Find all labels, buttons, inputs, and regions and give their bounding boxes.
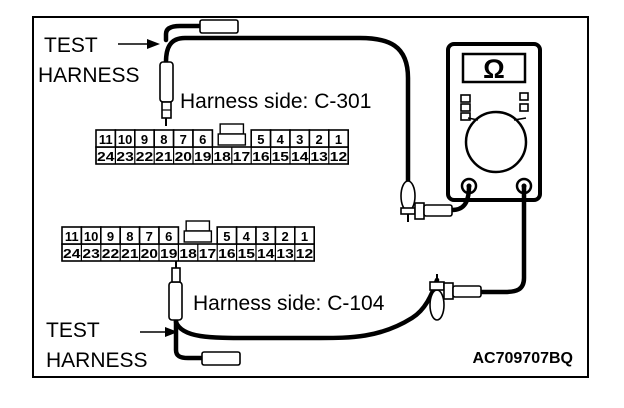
connector-pin-number: 20 bbox=[141, 246, 158, 261]
connector-pin-number: 18 bbox=[213, 149, 230, 164]
connector-pin-cell bbox=[158, 226, 180, 245]
indicator-icon bbox=[460, 112, 471, 121]
connector-pin-number: 5 bbox=[257, 132, 264, 147]
connector-pin-number: 1 bbox=[335, 132, 342, 147]
connector-pin-number: 22 bbox=[102, 246, 119, 261]
indicator-icon bbox=[519, 103, 529, 112]
connector-pin-number: 17 bbox=[199, 246, 216, 261]
connector-pin-number: 19 bbox=[160, 246, 177, 261]
indicator-icon bbox=[460, 103, 471, 112]
diagram-frame bbox=[32, 16, 589, 378]
connector-pin-number: 4 bbox=[277, 132, 285, 147]
connector-pin-number: 19 bbox=[194, 149, 211, 164]
connector-pin-cell bbox=[192, 129, 214, 148]
connector-pin-number: 13 bbox=[310, 149, 327, 164]
meter-lead-left bbox=[449, 183, 472, 213]
connector-pin-number: 5 bbox=[223, 229, 230, 244]
indicator-icon bbox=[460, 94, 471, 103]
connector-pin-number: 15 bbox=[238, 246, 255, 261]
connector-pin-number: 9 bbox=[141, 132, 148, 147]
connector-pin-number: 7 bbox=[180, 132, 187, 147]
connector-pin-number: 9 bbox=[107, 229, 114, 244]
connector-pin-number: 20 bbox=[175, 149, 192, 164]
connector-pin-number: 16 bbox=[252, 149, 269, 164]
meter-probe-upper bbox=[400, 180, 453, 222]
connector-pin-number: 21 bbox=[121, 246, 138, 261]
arrow-icon-top bbox=[118, 39, 160, 49]
connector-pin-number: 12 bbox=[296, 246, 313, 261]
ohmmeter-display bbox=[461, 52, 527, 84]
connector-pin-cell bbox=[327, 129, 349, 148]
connector-pin-number: 6 bbox=[199, 132, 206, 147]
connector-key-slot bbox=[185, 220, 211, 232]
connector-pin-number: 14 bbox=[257, 246, 275, 261]
test-harness-probe-top bbox=[159, 19, 239, 126]
test-harness-label-bottom-line2: HARNESS bbox=[46, 349, 148, 372]
connector-pin-number: 7 bbox=[146, 229, 153, 244]
dial-marks bbox=[467, 117, 527, 121]
harness-wire-top bbox=[163, 35, 411, 193]
test-harness-probe-bottom bbox=[168, 260, 241, 366]
harness-side-label-top: Harness side: C-301 bbox=[180, 90, 371, 113]
connector-pin-number: 23 bbox=[116, 149, 133, 164]
meter-lead-right bbox=[477, 183, 527, 295]
connector-pin-number: 13 bbox=[276, 246, 293, 261]
connector-pin-number: 10 bbox=[84, 229, 98, 244]
connector-pin-number: 22 bbox=[136, 149, 153, 164]
connector-pin-number: 6 bbox=[165, 229, 172, 244]
connector-pin-number: 21 bbox=[155, 149, 172, 164]
connector-pin-number: 24 bbox=[63, 246, 81, 261]
connector-key-slot bbox=[217, 133, 247, 146]
connector-pin-number: 23 bbox=[82, 246, 99, 261]
test-harness-tail-bottom bbox=[173, 317, 205, 361]
connector-pin-number: 2 bbox=[315, 132, 322, 147]
test-harness-tail-top bbox=[163, 23, 203, 43]
connector-pin-number: 1 bbox=[301, 229, 308, 244]
connector-pin-number: 3 bbox=[262, 229, 269, 244]
connector-pin-number: 16 bbox=[218, 246, 235, 261]
test-harness-label-bottom-line1: TEST bbox=[46, 319, 100, 342]
ohmmeter: Ω bbox=[446, 42, 542, 202]
connector-pin-number: 12 bbox=[330, 149, 347, 164]
connector-pin-number: 15 bbox=[272, 149, 289, 164]
connector-key-slot bbox=[219, 123, 245, 135]
connector-pin-number: 24 bbox=[97, 149, 115, 164]
connector-pin-number: 11 bbox=[99, 132, 113, 147]
connector-pin-number: 2 bbox=[281, 229, 288, 244]
connector-pin-number: 17 bbox=[233, 149, 250, 164]
meter-probe-lower bbox=[429, 274, 482, 321]
figure-code: AC709707BQ bbox=[473, 350, 574, 367]
harness-side-label-bottom: Harness side: C-104 bbox=[193, 292, 385, 315]
harness-wire-bottom bbox=[173, 277, 440, 341]
arrow-icon-bottom bbox=[140, 327, 178, 337]
connector-pin-number: 3 bbox=[296, 132, 303, 147]
connector-pin-cell bbox=[293, 226, 315, 245]
connector-pin-number: 18 bbox=[179, 246, 196, 261]
test-harness-label-top-line2: HARNESS bbox=[38, 64, 140, 87]
connector-pin-number: 10 bbox=[118, 132, 132, 147]
connector-pin-number: 8 bbox=[126, 229, 133, 244]
connector-pin-number: 4 bbox=[243, 229, 251, 244]
ohm-symbol-icon: Ω bbox=[483, 54, 505, 84]
connector-key-slot bbox=[183, 230, 213, 243]
rotary-dial[interactable] bbox=[464, 110, 528, 174]
test-harness-label-top-line1: TEST bbox=[44, 34, 98, 57]
connector-pin-number: 8 bbox=[160, 132, 167, 147]
connector-pin-number: 14 bbox=[291, 149, 309, 164]
indicator-icon bbox=[519, 92, 529, 101]
connector-pin-number: 11 bbox=[65, 229, 79, 244]
